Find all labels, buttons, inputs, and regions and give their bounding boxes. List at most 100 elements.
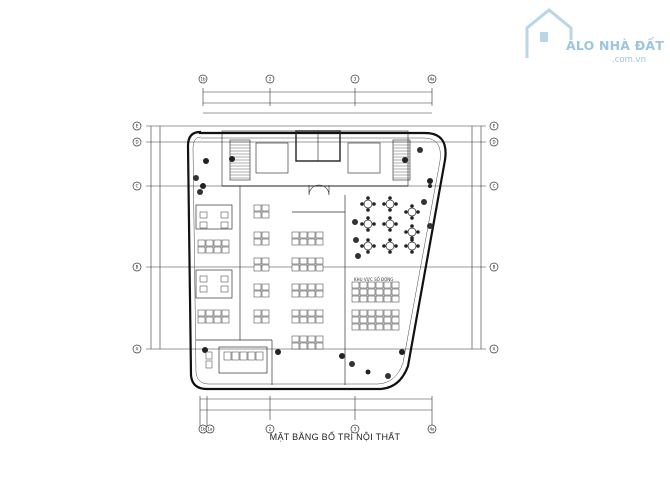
desk	[253, 283, 262, 291]
desk	[359, 281, 368, 289]
desk	[391, 316, 400, 324]
desk	[307, 238, 316, 246]
desk	[291, 316, 300, 324]
desk	[351, 281, 360, 289]
building-inner-line	[192, 136, 441, 385]
desk	[221, 309, 230, 317]
desk	[199, 221, 208, 229]
desk	[391, 309, 400, 317]
desk	[307, 290, 316, 298]
desk	[261, 211, 270, 219]
desk	[315, 316, 324, 324]
desk	[261, 290, 270, 298]
desk	[261, 283, 270, 291]
plant-icon	[349, 361, 355, 367]
desk	[375, 281, 384, 289]
watermark-brand: ALO NHÀ ĐẤT	[566, 38, 664, 53]
desk	[261, 257, 270, 265]
axis-label: 2	[269, 427, 272, 432]
plant-icon	[417, 147, 423, 153]
desk	[299, 231, 308, 239]
desk	[291, 335, 300, 343]
desk	[315, 335, 324, 343]
desk	[315, 342, 324, 350]
desk	[359, 295, 368, 303]
desk	[299, 238, 308, 246]
axis-label: C	[136, 184, 139, 189]
plant-icon	[355, 253, 361, 259]
desk	[307, 283, 316, 291]
desk	[223, 351, 232, 361]
desk	[213, 309, 222, 317]
desk	[375, 288, 384, 296]
desk	[221, 246, 230, 254]
desk	[291, 231, 300, 239]
desk	[299, 335, 308, 343]
desk	[375, 316, 384, 324]
desk	[383, 281, 392, 289]
round-table	[360, 238, 376, 254]
desk	[315, 264, 324, 272]
desk	[351, 323, 360, 331]
desk	[383, 295, 392, 303]
desk	[299, 257, 308, 265]
desk	[199, 211, 208, 219]
desk	[307, 335, 316, 343]
desk	[383, 288, 392, 296]
desk	[205, 246, 214, 254]
desk	[299, 290, 308, 298]
desk	[253, 238, 262, 246]
desk	[315, 283, 324, 291]
desk	[197, 246, 206, 254]
axis-label: D	[135, 140, 138, 145]
axis-label: 2	[269, 77, 272, 82]
desk	[307, 231, 316, 239]
desk	[261, 309, 270, 317]
desk	[315, 238, 324, 246]
desk	[261, 264, 270, 272]
desk	[299, 283, 308, 291]
desk	[307, 257, 316, 265]
desk	[291, 257, 300, 265]
desk	[367, 295, 376, 303]
desk	[299, 264, 308, 272]
desk	[213, 316, 222, 324]
desk	[221, 316, 230, 324]
desk	[261, 231, 270, 239]
round-table	[360, 196, 376, 212]
round-table	[404, 238, 420, 254]
desk	[391, 323, 400, 331]
axis-label: 1b	[200, 77, 206, 82]
axis-label: B	[493, 265, 496, 270]
axis-label: E	[136, 124, 139, 129]
plant-icon	[385, 373, 391, 379]
desk	[307, 264, 316, 272]
desk	[299, 342, 308, 350]
desk	[261, 316, 270, 324]
desk	[253, 309, 262, 317]
desk	[391, 295, 400, 303]
desk	[383, 316, 392, 324]
desk	[205, 351, 213, 360]
axis-label: 4a	[430, 77, 436, 82]
round-table	[360, 216, 376, 232]
plant-icon	[193, 175, 199, 181]
axis-bubbles	[132, 74, 499, 434]
desk	[375, 309, 384, 317]
house-logo-icon	[525, 8, 573, 58]
desk	[253, 231, 262, 239]
axis-label: B	[136, 265, 139, 270]
desk	[199, 275, 208, 283]
bottom-dimension-lines	[199, 396, 433, 426]
round-table	[382, 238, 398, 254]
desk	[351, 295, 360, 303]
desk	[253, 290, 262, 298]
desk	[197, 239, 206, 247]
plant-icon	[421, 199, 427, 205]
desk	[367, 288, 376, 296]
desk	[291, 238, 300, 246]
desk	[255, 351, 264, 361]
desk	[197, 309, 206, 317]
top-dimension-lines	[202, 88, 433, 114]
